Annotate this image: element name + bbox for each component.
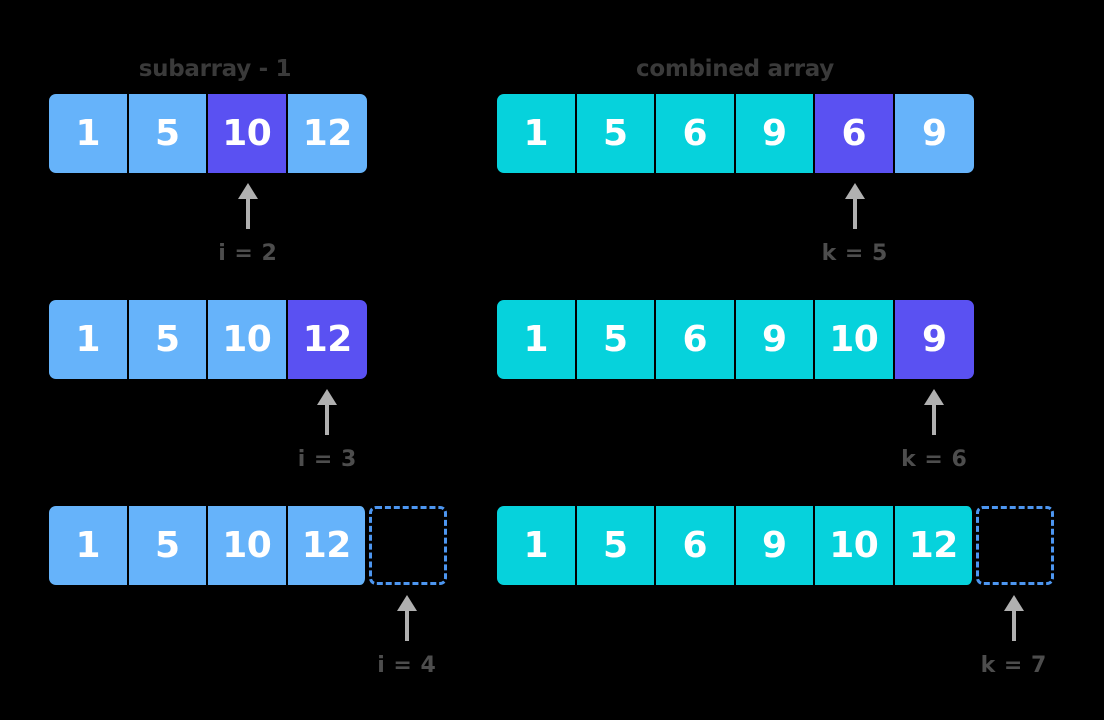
array-cell-empty <box>976 506 1054 585</box>
array-cell: 1 <box>49 300 129 379</box>
array-cell: 12 <box>287 94 367 173</box>
pointer-left-row-2: i = 3 <box>282 389 372 472</box>
array-cell: 6 <box>815 94 895 173</box>
array-cell: 12 <box>287 300 367 379</box>
arrow-up-icon <box>923 389 945 435</box>
array-cell: 9 <box>894 300 974 379</box>
array-cell: 1 <box>497 94 577 173</box>
array-cell: 10 <box>815 300 895 379</box>
arrow-up-icon <box>316 389 338 435</box>
array-cell-empty <box>369 506 447 585</box>
array-cell: 9 <box>735 300 815 379</box>
pointer-label: i = 3 <box>297 447 357 472</box>
array-cell: 1 <box>497 300 577 379</box>
array-cell: 9 <box>894 94 974 173</box>
pointer-arrow-icon <box>924 389 945 435</box>
array-cell: 10 <box>208 300 288 379</box>
arrow-up-icon <box>844 183 866 229</box>
left-column-title: subarray - 1 <box>138 56 292 82</box>
pointer-label: k = 6 <box>901 447 968 472</box>
array-cell: 5 <box>576 300 656 379</box>
array-cell: 10 <box>208 94 288 173</box>
arrow-up-icon <box>1003 595 1025 641</box>
array-cell: 5 <box>576 94 656 173</box>
array-cell: 12 <box>287 506 367 585</box>
array-cell: 9 <box>735 94 815 173</box>
pointer-label: k = 5 <box>821 241 888 266</box>
pointer-arrow-icon <box>237 183 258 229</box>
pointer-arrow-icon <box>1003 595 1024 641</box>
pointer-arrow-icon <box>317 389 338 435</box>
pointer-right-row-1: k = 5 <box>810 183 900 266</box>
pointer-right-row-3: k = 7 <box>969 595 1059 678</box>
array-cell: 10 <box>815 506 895 585</box>
array-cell: 10 <box>208 506 288 585</box>
array-cell: 12 <box>894 506 974 585</box>
array-cell: 1 <box>497 506 577 585</box>
pointer-label: k = 7 <box>980 653 1047 678</box>
pointer-label: i = 4 <box>377 653 437 678</box>
array-cell: 6 <box>656 506 736 585</box>
array-cell: 9 <box>735 506 815 585</box>
pointer-arrow-icon <box>844 183 865 229</box>
pointer-right-row-2: k = 6 <box>889 389 979 472</box>
array-cell: 5 <box>128 94 208 173</box>
array-cell: 1 <box>49 506 129 585</box>
array-cell: 6 <box>656 94 736 173</box>
pointer-left-row-3: i = 4 <box>362 595 452 678</box>
pointer-arrow-icon <box>396 595 417 641</box>
array-cell: 6 <box>656 300 736 379</box>
pointer-left-row-1: i = 2 <box>203 183 293 266</box>
array-cell: 5 <box>128 300 208 379</box>
array-cell: 5 <box>128 506 208 585</box>
arrow-up-icon <box>237 183 259 229</box>
right-column-title: combined array <box>635 56 835 82</box>
pointer-label: i = 2 <box>218 241 278 266</box>
array-cell: 5 <box>576 506 656 585</box>
arrow-up-icon <box>396 595 418 641</box>
array-cell: 1 <box>49 94 129 173</box>
